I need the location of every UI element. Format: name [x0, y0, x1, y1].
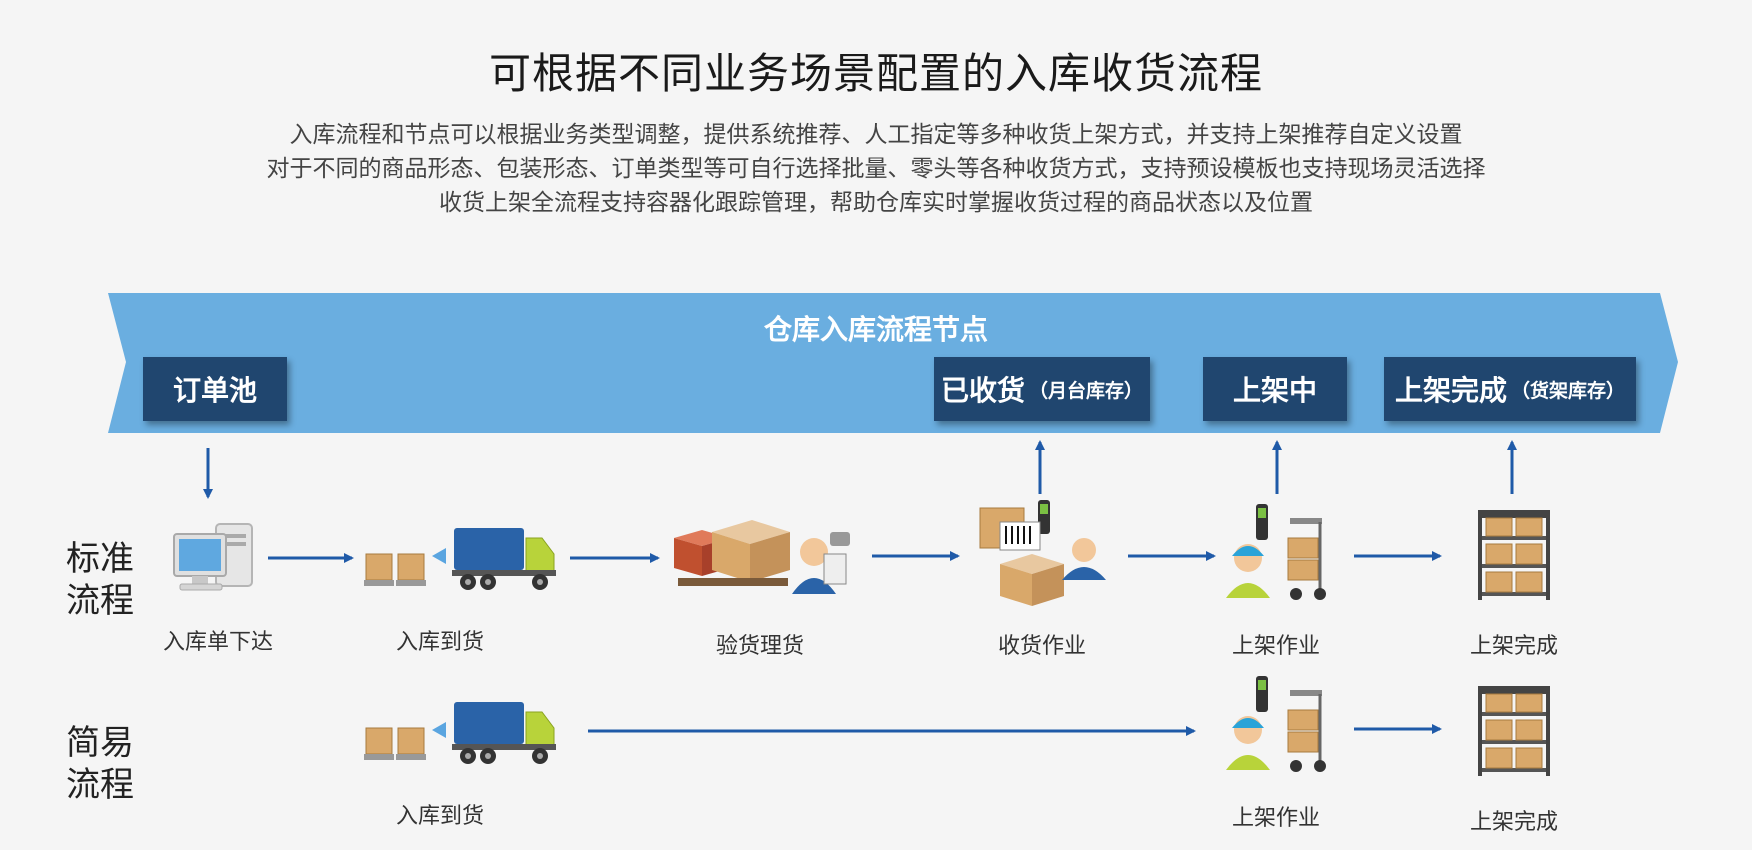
description-line-3: 收货上架全流程支持容器化跟踪管理，帮助仓库实时掌握收货过程的商品状态以及位置: [439, 190, 1313, 216]
putaway-worker-icon: [1226, 504, 1326, 600]
step-label-inspection: 验货理货: [715, 634, 804, 659]
simple-flow-label: 简易 流程: [66, 722, 146, 806]
banner-title: 仓库入库流程节点: [763, 313, 988, 346]
simple-label-line1: 简易: [66, 723, 134, 763]
description: 入库流程和节点可以根据业务类型调整，提供系统推荐、人工指定等多种收货上架方式，并…: [0, 118, 1752, 220]
step-label-putaway: 上架作业: [1231, 634, 1320, 659]
node-order-pool: 订单池: [143, 357, 287, 421]
step-label-arrival: 入库到货: [395, 804, 484, 829]
delivery-truck-icon: [364, 528, 556, 590]
standard-flow-label: 标准 流程: [66, 538, 146, 622]
node-main: 订单池: [172, 374, 257, 407]
standard-label-line1: 标准: [66, 539, 134, 579]
node-putaway-done: 上架完成 （货架库存）: [1384, 357, 1636, 421]
node-main: 上架完成: [1394, 374, 1507, 407]
inspection-worker-icon: [674, 520, 850, 594]
step-label-putaway-done: 上架完成: [1469, 810, 1558, 835]
node-received: 已收货 （月台库存）: [934, 357, 1150, 421]
barcode-receiving-icon: [979, 500, 1106, 606]
standard-label-line2: 流程: [66, 581, 134, 621]
computer-icon: [173, 523, 253, 591]
node-sub: （货架库存）: [1511, 379, 1626, 402]
putaway-worker-icon: [1226, 676, 1326, 772]
delivery-truck-icon: [364, 702, 556, 764]
node-main: 上架中: [1232, 374, 1317, 407]
step-label-arrival: 入库到货: [395, 630, 484, 655]
step-label-putaway-done: 上架完成: [1469, 634, 1558, 659]
step-label-receiving: 收货作业: [997, 634, 1086, 659]
description-line-1: 入库流程和节点可以根据业务类型调整，提供系统推荐、人工指定等多种收货上架方式，并…: [289, 122, 1463, 148]
warehouse-shelf-icon: [1478, 510, 1550, 600]
step-label-putaway: 上架作业: [1231, 806, 1320, 831]
simple-label-line2: 流程: [66, 765, 134, 805]
warehouse-shelf-icon: [1478, 686, 1550, 776]
node-sub: （月台库存）: [1029, 379, 1144, 402]
description-line-2: 对于不同的商品形态、包装形态、订单类型等可自行选择批量、零头等各种收货方式，支持…: [266, 156, 1486, 182]
node-main: 已收货: [940, 374, 1025, 407]
page-title: 可根据不同业务场景配置的入库收货流程: [488, 49, 1263, 98]
step-label-order-issued: 入库单下达: [162, 630, 273, 655]
node-putting-away: 上架中: [1203, 357, 1347, 421]
